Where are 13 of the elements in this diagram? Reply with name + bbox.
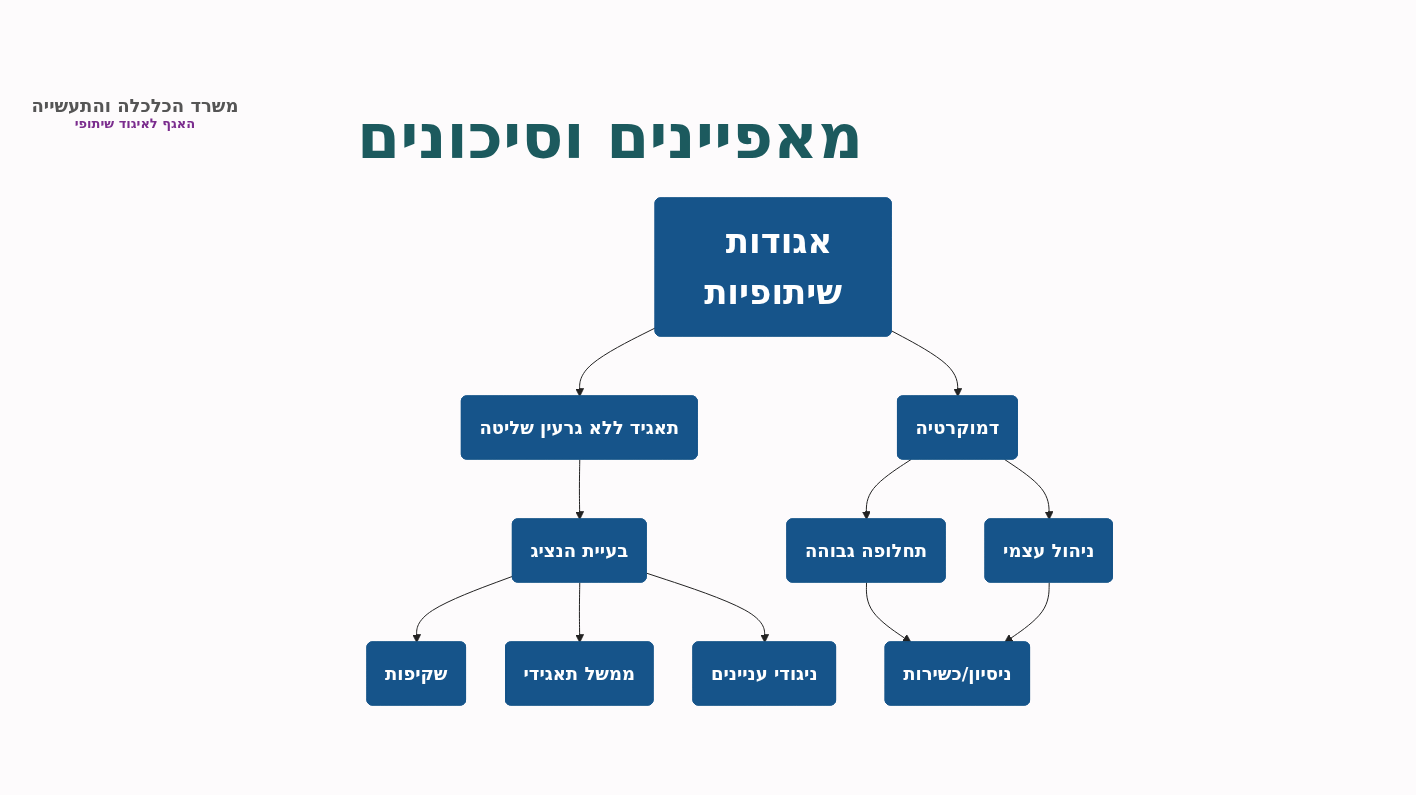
arrow xyxy=(862,459,912,520)
arrow xyxy=(412,575,514,643)
arrow xyxy=(646,572,770,643)
title: מאפיינים וסיכונים xyxy=(356,100,864,173)
arrow xyxy=(866,582,912,643)
arrow xyxy=(575,582,585,643)
arrow xyxy=(575,459,585,520)
arrow xyxy=(1004,459,1054,520)
arrow xyxy=(575,327,657,397)
arrow xyxy=(891,330,963,397)
arrow xyxy=(1004,582,1051,643)
department-name: האגף לאיגוד שיתופי xyxy=(73,116,197,131)
ministry-name: משרד הכלכלה והתעשייה xyxy=(30,95,240,116)
